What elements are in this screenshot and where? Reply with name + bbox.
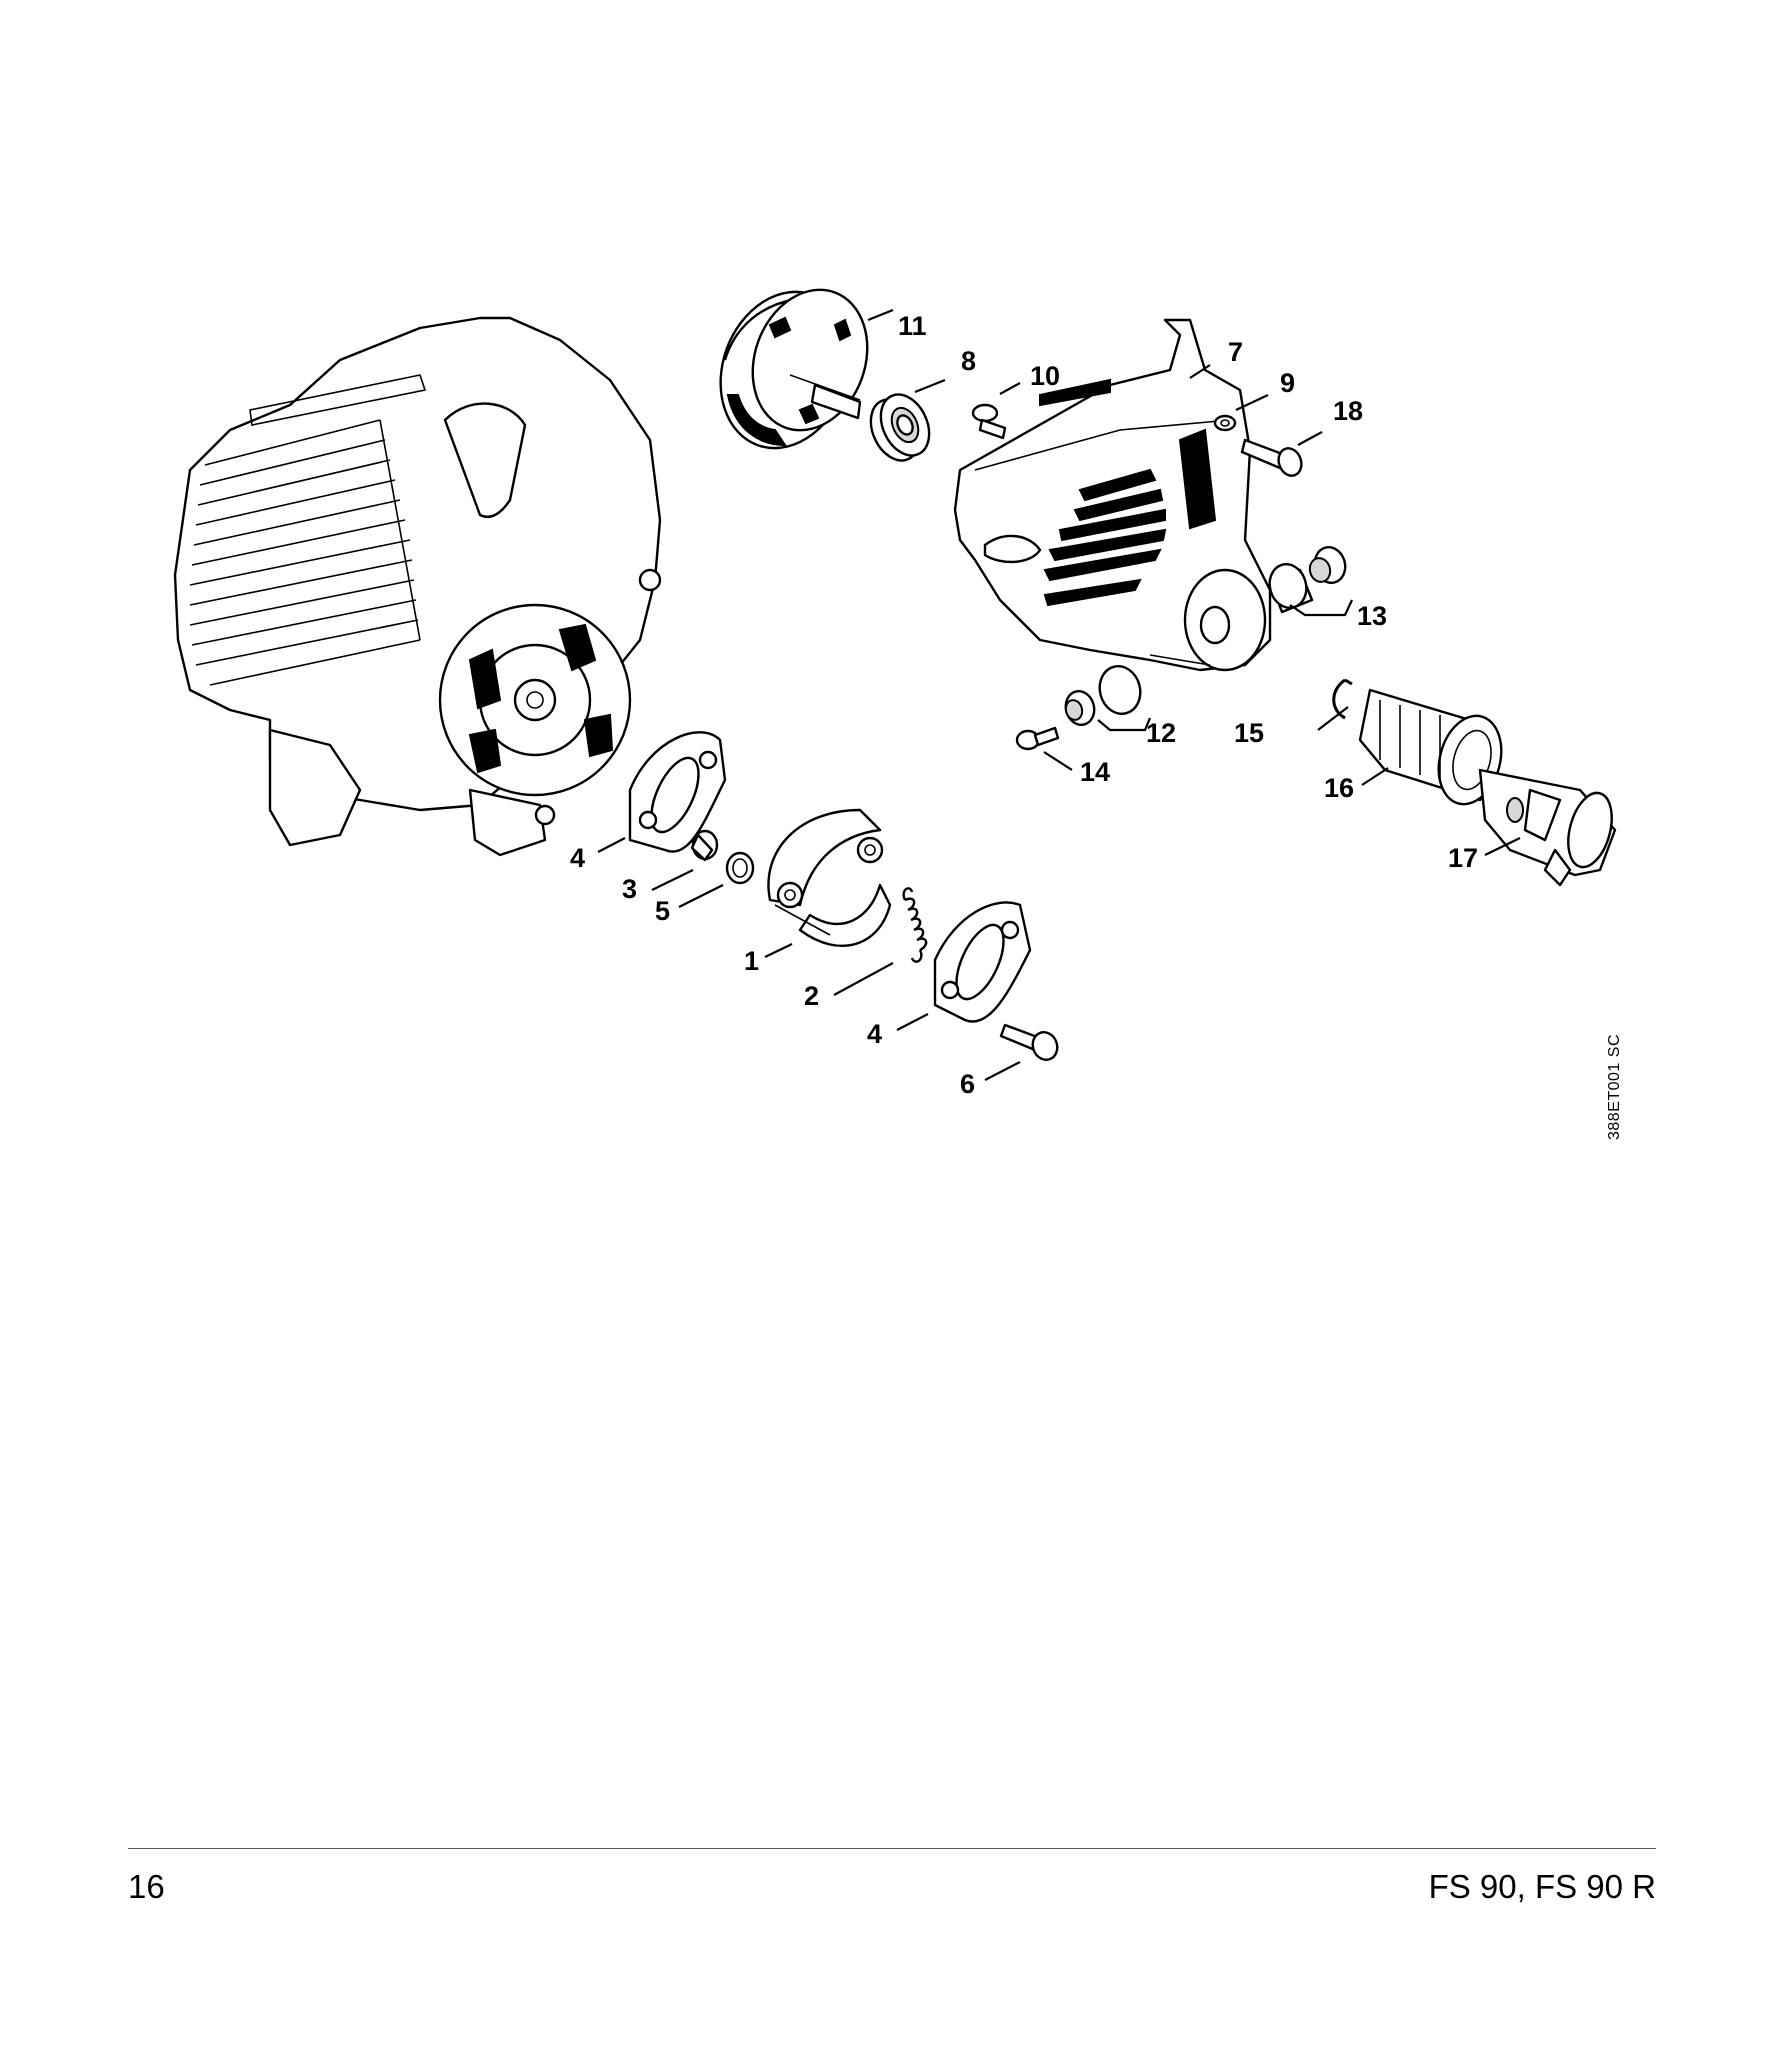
- callout-6: 6: [960, 1069, 975, 1099]
- callout-1: 1: [744, 946, 759, 976]
- callout-12: 12: [1146, 718, 1176, 748]
- carrier-plate-illustration: [933, 901, 1032, 1023]
- carrier-plate-illustration: [628, 731, 727, 853]
- callout-8: 8: [961, 346, 976, 376]
- callout-18: 18: [1333, 396, 1363, 426]
- clutch-housing-illustration: [953, 318, 1272, 672]
- ball-bearing-illustration: [869, 393, 931, 462]
- callout-10: 10: [1030, 361, 1060, 391]
- engine-housing-illustration: [173, 316, 662, 857]
- footer-divider: [128, 1848, 1656, 1849]
- callout-7: 7: [1228, 337, 1243, 367]
- callout-9: 9: [1280, 368, 1295, 398]
- callout-3: 3: [622, 874, 637, 904]
- screw-illustration: [999, 1023, 1059, 1061]
- callout-17: 17: [1448, 843, 1478, 873]
- model-designation: FS 90, FS 90 R: [1428, 1868, 1656, 1905]
- screw-illustration: [1240, 438, 1303, 477]
- washer-illustration: [1213, 414, 1237, 432]
- clutch-drum-illustration: [719, 288, 869, 450]
- screw-illustration: [971, 403, 1007, 440]
- callout-15: 15: [1234, 718, 1264, 748]
- clamp-illustration: [1478, 768, 1617, 887]
- leader-lines: [597, 308, 1521, 1081]
- washer-illustration: [725, 851, 755, 885]
- callout-4: 4: [570, 843, 585, 873]
- circlip-illustration: [1332, 678, 1353, 720]
- drawing-reference-code: 388ET001 SC: [1606, 1033, 1623, 1140]
- callout-labels: 11 8 10 7 9 18 13 12 14 15 16 17 4 3 5 1…: [570, 311, 1478, 1099]
- clutch-shoes-illustration: [767, 808, 892, 947]
- callout-2: 2: [804, 981, 819, 1011]
- callout-11: 11: [898, 311, 927, 341]
- tension-spring-illustration: [902, 887, 928, 963]
- screw-illustration: [1015, 726, 1060, 751]
- sleeve-illustration: [1064, 665, 1142, 727]
- callout-14: 14: [1080, 757, 1110, 787]
- callout-4: 4: [867, 1019, 882, 1049]
- sleeve-illustration: [690, 829, 719, 862]
- callout-16: 16: [1324, 773, 1354, 803]
- callout-5: 5: [655, 896, 670, 926]
- callout-13: 13: [1357, 601, 1387, 631]
- page-number: 16: [128, 1868, 165, 1905]
- sleeve-illustration: [1268, 545, 1347, 614]
